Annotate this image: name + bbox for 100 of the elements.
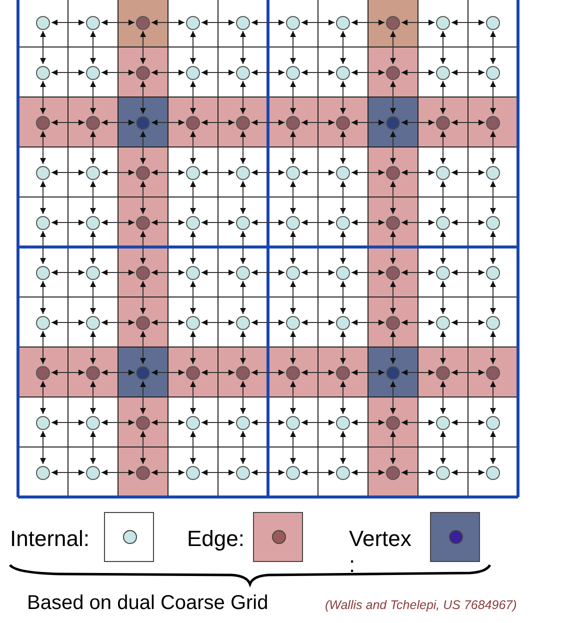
double-arrow [401,220,435,226]
double-arrow [151,270,185,276]
caption-text: Based on dual Coarse Grid [27,592,268,615]
citation-text: (Wallis and Tchelepi, US 7684967) [325,598,517,612]
double-arrow [440,280,446,314]
double-arrow [440,130,446,164]
double-arrow [101,270,135,276]
double-arrow [451,420,485,426]
double-arrow [451,220,485,226]
double-arrow [340,430,346,464]
double-arrow [101,420,135,426]
double-arrow [140,180,146,214]
double-arrow [101,120,135,126]
double-arrow [301,120,335,126]
double-arrow [201,170,235,176]
double-arrow [301,370,335,376]
double-arrow [440,330,446,364]
double-arrow [390,280,396,314]
double-arrow [90,430,96,464]
double-arrow [201,320,235,326]
double-arrow [301,270,335,276]
double-arrow [240,430,246,464]
double-arrow [51,70,85,76]
double-arrow [301,170,335,176]
double-arrow [151,470,185,476]
double-arrow [140,430,146,464]
double-arrow [240,180,246,214]
double-arrow [101,220,135,226]
double-arrow [290,80,296,114]
double-arrow [290,280,296,314]
double-arrow [490,30,496,64]
double-arrow [151,120,185,126]
double-arrow [390,180,396,214]
double-arrow [101,70,135,76]
double-arrow [151,20,185,26]
double-arrow [340,80,346,114]
double-arrow [390,230,396,264]
double-arrow [401,470,435,476]
double-arrow [301,470,335,476]
double-arrow [251,420,285,426]
double-arrow [240,230,246,264]
double-arrow [401,20,435,26]
double-arrow [301,70,335,76]
double-arrow [490,280,496,314]
double-arrow [90,230,96,264]
double-arrow [140,280,146,314]
double-arrow [451,270,485,276]
double-arrow [490,80,496,114]
double-arrow [290,230,296,264]
double-arrow [51,220,85,226]
double-arrow [101,20,135,26]
double-arrow [390,430,396,464]
double-arrow [90,80,96,114]
double-arrow [51,270,85,276]
double-arrow [201,20,235,26]
double-arrow [451,370,485,376]
double-arrow [190,230,196,264]
double-arrow [440,180,446,214]
double-arrow [401,420,435,426]
double-arrow [440,80,446,114]
double-arrow [401,270,435,276]
double-arrow [290,30,296,64]
double-arrow [51,470,85,476]
double-arrow [51,320,85,326]
double-arrow [190,280,196,314]
double-arrow [90,130,96,164]
double-arrow [251,470,285,476]
double-arrow [240,30,246,64]
double-arrow [190,330,196,364]
double-arrow [201,370,235,376]
double-arrow [390,30,396,64]
double-arrow [301,420,335,426]
double-arrow [190,80,196,114]
double-arrow [240,330,246,364]
double-arrow [390,80,396,114]
double-arrow [440,230,446,264]
double-arrow [490,230,496,264]
double-arrow [151,370,185,376]
double-arrow [351,320,385,326]
double-arrow [340,180,346,214]
double-arrow [251,170,285,176]
double-arrow [401,170,435,176]
double-arrow [51,420,85,426]
double-arrow [40,130,46,164]
double-arrow [490,180,496,214]
double-arrow [290,380,296,414]
double-arrow [290,180,296,214]
legend-label: Edge: [187,526,246,552]
double-arrow [151,170,185,176]
double-arrow [451,70,485,76]
double-arrow [251,220,285,226]
double-arrow [251,270,285,276]
double-arrow [351,20,385,26]
double-arrow [451,470,485,476]
double-arrow [401,120,435,126]
double-arrow [140,330,146,364]
double-arrow [140,380,146,414]
double-arrow [340,130,346,164]
double-arrow [40,30,46,64]
double-arrow [40,280,46,314]
